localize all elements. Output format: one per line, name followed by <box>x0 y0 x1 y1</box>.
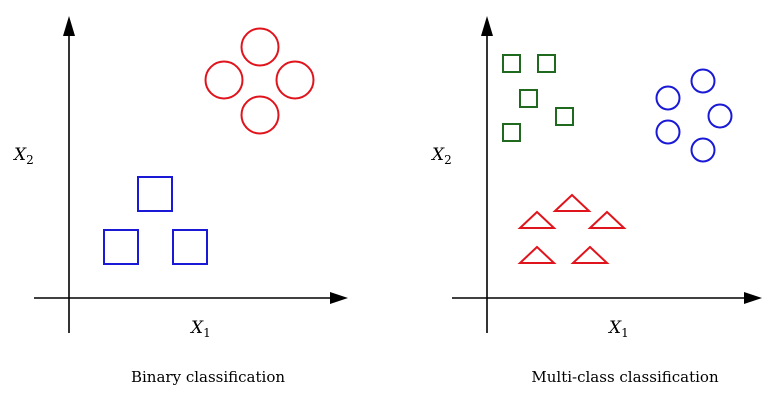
left-x-axis-arrowhead <box>330 292 348 304</box>
red-triangle-marker <box>570 245 610 264</box>
left-red-circle-cluster <box>204 27 315 135</box>
green-square-marker <box>502 54 521 73</box>
blue-circle-marker <box>690 137 716 163</box>
red-triangle-marker <box>517 210 557 229</box>
green-square-marker <box>502 123 521 142</box>
right-red-triangle-cluster <box>517 193 627 264</box>
red-triangle-marker <box>587 210 627 229</box>
multi-class-classification-caption: Multi-class classification <box>531 368 719 386</box>
red-triangle-marker <box>552 193 592 212</box>
left-x-axis-label: X1 <box>189 318 211 340</box>
blue-circle-marker <box>690 68 716 94</box>
right-x-axis-arrowhead <box>744 292 762 304</box>
left-y-axis-arrowhead <box>63 16 75 36</box>
blue-square-marker <box>137 176 173 212</box>
binary-classification-caption: Binary classification <box>130 368 286 386</box>
right-green-square-cluster <box>502 54 574 142</box>
red-triangle-marker <box>517 245 557 264</box>
green-square-marker <box>537 54 556 73</box>
blue-circle-marker <box>707 103 733 129</box>
green-square-marker <box>519 89 538 108</box>
right-x-axis-label: X1 <box>607 318 629 340</box>
red-circle-marker <box>240 27 280 67</box>
left-y-axis-label: X2 <box>12 145 34 167</box>
multi-class-classification-panel: X1 X2 <box>430 16 762 340</box>
blue-square-marker <box>172 229 208 265</box>
left-blue-square-cluster <box>103 176 208 265</box>
right-y-axis-label: X2 <box>430 145 452 167</box>
binary-classification-panel: X1 X2 <box>12 16 348 340</box>
right-y-axis-arrowhead <box>481 16 493 36</box>
red-circle-marker <box>240 95 280 135</box>
red-circle-marker <box>204 60 244 100</box>
blue-circle-marker <box>655 85 681 111</box>
green-square-marker <box>555 107 574 126</box>
red-circle-marker <box>275 60 315 100</box>
blue-circle-marker <box>655 119 681 145</box>
right-blue-circle-cluster <box>655 68 733 163</box>
blue-square-marker <box>103 229 139 265</box>
